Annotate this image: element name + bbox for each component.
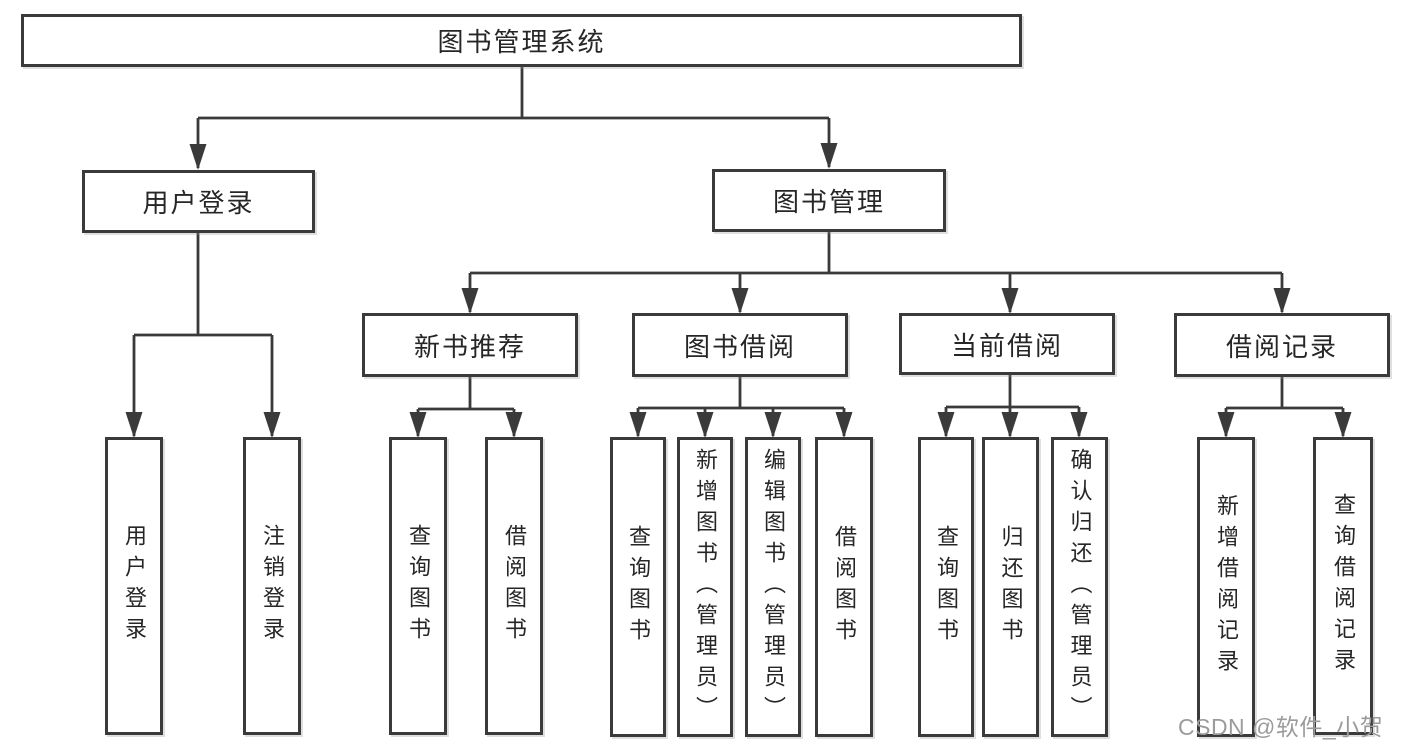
node-new-book-recommendation: 新书推荐 [362, 313, 578, 377]
arrowhead-icon [937, 412, 955, 438]
arrowhead-icon [629, 412, 647, 438]
arrowhead-icon [263, 412, 281, 438]
leaf-return-book: 归还图书 [982, 437, 1039, 737]
arrowhead-icon [764, 412, 782, 438]
leaf-query-books-borrow: 查询图书 [610, 437, 666, 737]
node-borrowing-records: 借阅记录 [1174, 313, 1390, 377]
arrowhead-icon [1001, 412, 1019, 438]
arrowhead-icon [125, 412, 143, 438]
leaf-query-borrow-record: 查询借阅记录 [1313, 437, 1373, 735]
arrowhead-icon [409, 412, 427, 438]
tree-edges [132, 67, 1345, 436]
arrowhead-icon [820, 143, 838, 169]
leaf-query-books-recommend: 查询图书 [389, 437, 447, 735]
leaf-borrow-books-recommend: 借阅图书 [485, 437, 543, 735]
node-current-borrowing: 当前借阅 [899, 313, 1115, 375]
arrowhead-icon [1070, 412, 1088, 438]
node-book-borrowing: 图书借阅 [632, 313, 848, 377]
leaf-user-login: 用户登录 [105, 437, 163, 735]
arrowhead-icon [1217, 412, 1235, 438]
leaf-query-books-current: 查询图书 [918, 437, 974, 737]
node-book-management: 图书管理 [712, 169, 946, 232]
arrowheads [125, 143, 1352, 438]
leaf-borrow-books: 借阅图书 [815, 437, 873, 737]
leaf-edit-book-admin: 编辑图书（管理员） [745, 437, 801, 737]
leaf-confirm-return-admin: 确认归还（管理员） [1051, 437, 1108, 737]
node-library-management-system: 图书管理系统 [21, 14, 1022, 67]
leaf-add-borrow-record: 新增借阅记录 [1197, 437, 1255, 737]
leaf-add-book-admin: 新增图书（管理员） [677, 437, 733, 737]
arrowhead-icon [189, 144, 207, 170]
arrowhead-icon [461, 288, 479, 314]
arrowhead-icon [1334, 412, 1352, 438]
watermark: CSDN @软件_小贺同学 [1178, 714, 1384, 740]
node-user-login: 用户登录 [82, 170, 315, 233]
arrowhead-icon [731, 288, 749, 314]
arrowhead-icon [696, 412, 714, 438]
arrowhead-icon [1001, 288, 1019, 314]
arrowhead-icon [835, 412, 853, 438]
arrowhead-icon [1273, 288, 1291, 314]
leaf-logout: 注销登录 [243, 437, 301, 735]
arrowhead-icon [505, 412, 523, 438]
